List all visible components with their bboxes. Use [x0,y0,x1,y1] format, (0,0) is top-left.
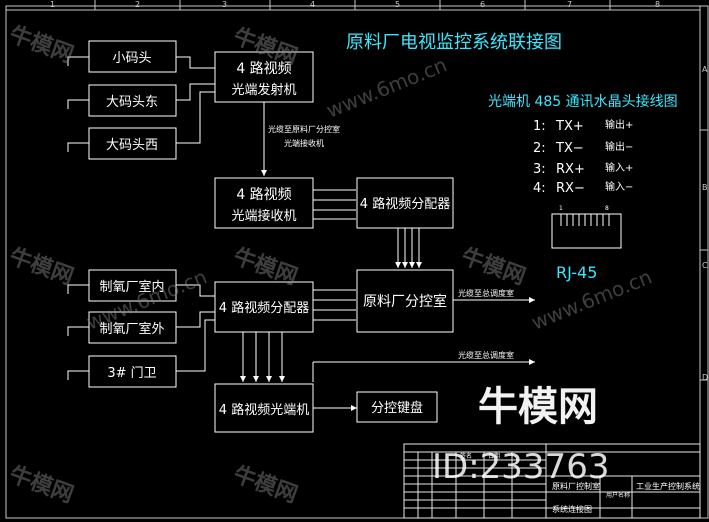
ruler-top-5: 5 [395,0,400,9]
title-block-col-b: 日期 [488,452,500,460]
pin2-sig: TX− [555,141,584,156]
watermark-small-5: 牛模网 [458,243,529,290]
pin1-num: 1: [533,119,546,134]
rj45-label: RJ-45 [556,263,597,282]
fiber-link-arrow [261,170,267,176]
distributor-to-optical-lines [240,332,285,382]
optical-bottom-label: 4 路视频光端机 [219,402,309,418]
distributor-to-control-lines [395,228,422,268]
pin2-desc: 输出− [605,140,633,153]
ruler-top-4: 4 [310,0,315,9]
title-block: 原料厂控制室 系统连接图 工业生产控制系统 用户名称 签名 日期 [403,443,701,519]
pin3-num: 3: [533,162,546,177]
pin4-num: 4: [533,181,546,196]
receiver-line2: 光端接收机 [231,208,296,224]
watermark-logo: 牛模网 [478,384,598,430]
source-label-2: 制氧厂室外 [99,321,164,337]
pin4-desc: 输入− [605,180,633,193]
keyboard-box [356,391,438,423]
ruler-right-b: B [702,183,708,192]
camera-to-transmitter-lines [176,56,215,144]
source-cable-stubs [67,284,89,380]
pin2-num: 2: [533,141,546,156]
transmitter-line1: 4 路视频 [236,61,291,77]
ruler-top-8: 8 [655,0,660,9]
rj45-pin-last: 8 [605,205,609,212]
watermark-small-1: 牛模网 [6,21,77,68]
to-dispatch-arrow-1 [529,297,535,303]
source-label-1: 制氧厂室内 [99,279,164,295]
watermark-small-6: 牛模网 [6,461,77,508]
rs485-pinout: 光端机 485 通讯水晶头接线图 1: TX+ 输出+ 2: TX− 输出− 3… [488,93,678,282]
ruler-top-2: 2 [135,0,140,9]
to-dispatch-label-1: 光缆至总调度室 [458,288,514,298]
ruler-right-a: A [702,65,708,74]
camera-label-1: 小码头 [112,51,151,66]
pin4-sig: RX− [556,181,585,196]
drawing-frame [5,5,709,519]
receiver-to-distributor-lines [313,189,356,220]
control-room-box [356,269,454,333]
receiver-line1: 4 路视频 [236,187,291,203]
ruler-top-7: 7 [567,0,572,9]
keyboard-label: 分控键盘 [371,400,423,416]
watermark-site-1: www.6mo.cn [323,53,450,123]
watermark-small-3: 牛模网 [6,243,77,290]
ruler-top-3: 3 [222,0,227,9]
distributor-bottom-label: 4 路视频分配器 [219,300,309,316]
title-block-unit-label: 用户名称 [606,491,630,499]
pin1-desc: 输出+ [605,118,633,131]
pin3-sig: RX+ [556,162,585,177]
pin3-desc: 输入+ [605,161,633,174]
distributor-bottom-box [214,281,314,333]
watermark-id: ID:233763 [432,447,609,487]
title-block-drawing: 系统连接图 [552,504,592,514]
link-note-line1: 光缆至原料厂分控室 [268,124,340,134]
to-dispatch-label-2: 光缆至总调度室 [458,350,514,360]
control-room-label: 原料厂分控室 [363,293,447,310]
ruler-right: A B C D [700,65,708,382]
rj45-pin-first: 1 [559,205,563,212]
receiver-box [214,177,314,229]
ruler-right-c: C [702,261,708,270]
ruler-top-1: 1 [50,0,55,9]
title-block-col-a: 签名 [460,452,472,460]
rs485-heading: 光端机 485 通讯水晶头接线图 [488,93,678,110]
link-note-line2: 光端接收机 [284,138,324,148]
diagram-title: 原料厂电视监控系统联接图 [346,32,562,53]
distributor-bottom-to-control-lines [313,289,356,321]
to-dispatch-arrow-2 [529,359,535,365]
pin1-sig: TX+ [555,119,584,134]
camera-label-3: 大码头西 [106,138,158,153]
title-block-project: 工业生产控制系统 [636,481,700,491]
camera-label-2: 大码头东 [106,95,158,110]
transmitter-line2: 光端发射机 [231,82,296,98]
title-block-company: 原料厂控制室 [552,481,600,491]
watermark-small-7: 牛模网 [230,461,301,508]
optical-to-keyboard-arrow [351,405,357,411]
ruler-right-d: D [702,373,708,382]
ruler-top: 1 2 3 4 5 6 7 8 [50,0,660,10]
source-to-distributor-lines [176,284,215,372]
source-label-3: 3# 门卫 [107,366,156,381]
camera-cable-stubs [67,56,89,152]
distributor-top-label: 4 路视频分配器 [360,196,450,212]
ruler-top-6: 6 [480,0,485,9]
rj45-connector-icon [551,213,622,249]
watermark-small-4: 牛模网 [230,243,301,290]
